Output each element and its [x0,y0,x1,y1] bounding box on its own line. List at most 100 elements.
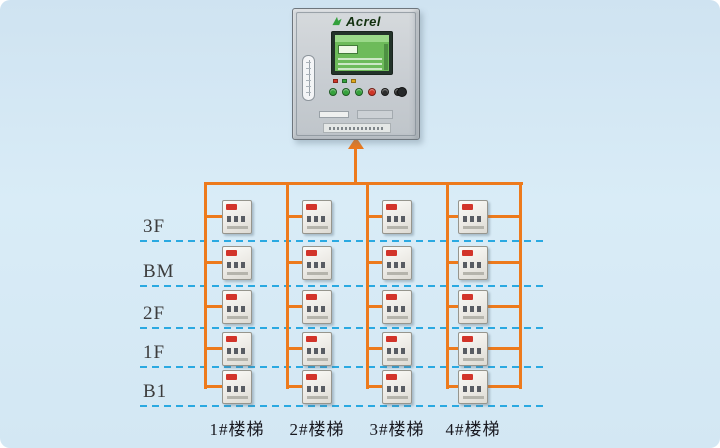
nameplate-text [329,127,385,130]
terminal-block [470,262,474,268]
device-tap-line [367,215,382,218]
device-terminals [387,348,405,354]
panel-button [381,88,389,96]
terminal-block [401,262,405,268]
device-logo-chip [386,374,397,380]
device-vent-slot [227,316,248,319]
terminal-block [227,216,231,222]
terminal-block [394,262,398,268]
panel-button [329,88,337,96]
device-logo-chip [462,336,473,342]
nameplate [323,123,391,133]
floor-label: 2F [143,303,166,324]
device-terminals [463,262,481,268]
device-vent-slot [387,396,408,399]
riser-line-5 [519,182,522,389]
device-terminals [463,306,481,312]
terminal-block [401,216,405,222]
device-vent-slot [387,272,408,275]
device-tap-line [367,347,382,350]
staircase-label: 3#楼梯 [369,420,425,439]
device-vent-slot [387,226,408,229]
terminal-block [241,386,245,392]
device-tap-line [488,305,520,308]
device-terminals [307,348,325,354]
device-terminals [463,216,481,222]
device-tap-line [367,305,382,308]
device-vent-slot [463,272,484,275]
power-monitor-device [222,200,252,234]
device-vent-slot [307,316,328,319]
device-logo-chip [226,250,237,256]
terminal-block [314,348,318,354]
device-logo-chip [226,204,237,210]
device-tap-line [488,261,520,264]
panel-button [342,88,350,96]
floor-divider-line [140,366,546,368]
terminal-block [321,306,325,312]
device-tap-line [287,347,302,350]
indicator-led [351,79,356,83]
lcd-text-row [338,58,382,60]
panel-button [355,88,363,96]
device-logo-chip [226,294,237,300]
terminal-block [234,348,238,354]
power-monitor-device [382,370,412,404]
terminal-block [470,306,474,312]
device-vent-slot [227,226,248,229]
device-terminals [307,386,325,392]
terminal-block [234,386,238,392]
terminal-block [227,348,231,354]
floor-divider-line [140,327,546,329]
terminal-block [321,348,325,354]
lcd-screen [331,31,393,75]
terminal-block [401,306,405,312]
device-logo-chip [306,250,317,256]
device-vent-slot [227,358,248,361]
device-vent-slot [227,272,248,275]
power-monitor-device [222,290,252,324]
staircase-label: 4#楼梯 [445,420,501,439]
device-logo-chip [462,204,473,210]
terminal-block [387,386,391,392]
device-tap-line [205,347,222,350]
power-monitor-device [458,370,488,404]
device-terminals [307,216,325,222]
cabinet-door-outline [296,12,416,136]
device-logo-chip [226,336,237,342]
device-tap-line [205,261,222,264]
device-logo-chip [306,374,317,380]
monitoring-cabinet: Acrel [292,8,420,140]
device-tap-line [205,215,222,218]
terminal-block [387,306,391,312]
device-logo-chip [226,374,237,380]
device-tap-line [488,385,520,388]
main-bus-line [204,182,523,185]
buzzer-knob [397,87,407,97]
device-vent-slot [463,358,484,361]
power-monitor-device [382,200,412,234]
terminal-block [241,348,245,354]
terminal-block [401,386,405,392]
lcd-popup-window [338,45,358,54]
power-monitor-device [302,290,332,324]
device-terminals [463,348,481,354]
level-gauge [302,55,315,101]
device-tap-line [287,385,302,388]
riser-line-3 [366,182,369,389]
indicator-led [342,79,347,83]
terminal-block [234,216,238,222]
power-monitor-device [222,370,252,404]
riser-line-1 [204,182,207,389]
device-tap-line [447,385,458,388]
terminal-block [463,216,467,222]
terminal-block [477,348,481,354]
device-terminals [227,262,245,268]
power-monitor-device [382,246,412,280]
device-vent-slot [387,316,408,319]
device-terminals [387,386,405,392]
terminal-block [321,262,325,268]
device-logo-chip [386,204,397,210]
power-monitor-device [458,246,488,280]
